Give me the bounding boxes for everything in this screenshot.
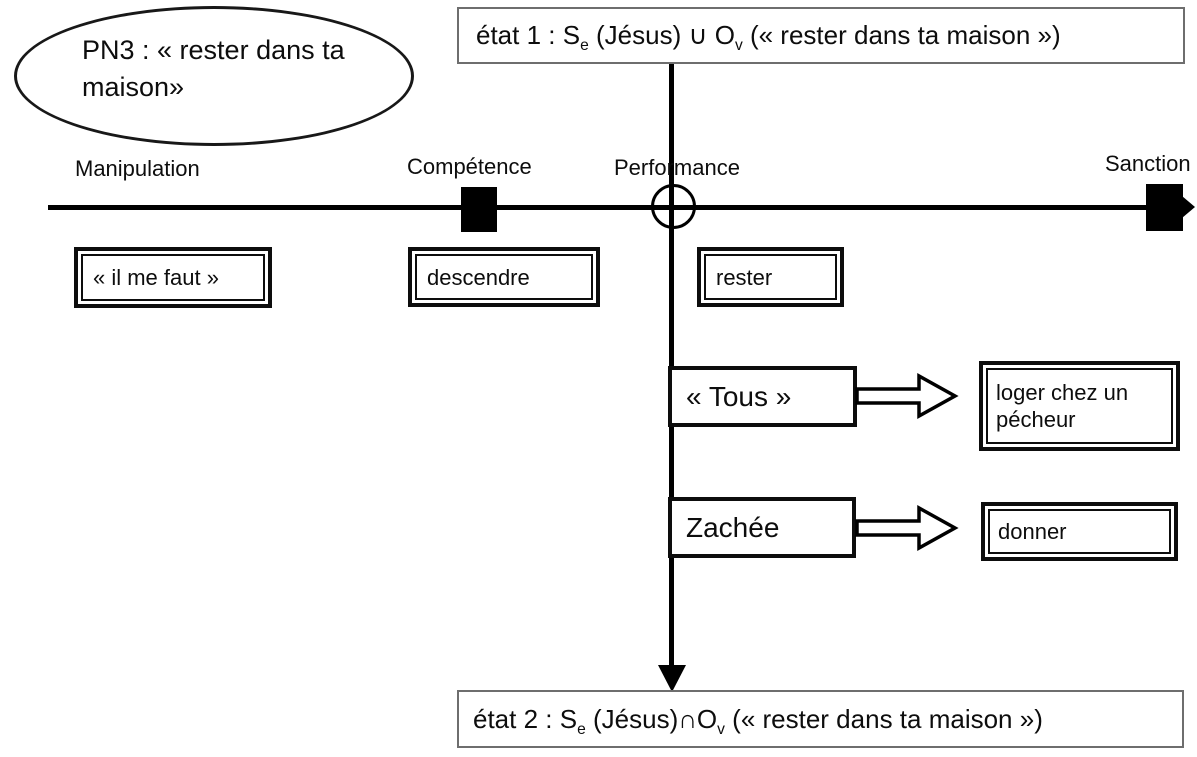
narrative-axis-line: [48, 205, 1191, 210]
etat2-subscript-e: e: [577, 720, 586, 738]
actor-box-zachee-label: Zachée: [686, 511, 780, 543]
result-box-donner-label: donner: [988, 509, 1171, 554]
sanction-marker-square: [1146, 184, 1183, 231]
performance-vertical-line: [669, 64, 674, 666]
axis-label-manipulation: Manipulation: [75, 156, 200, 181]
axis-end-arrow-tip-icon: [1182, 196, 1195, 218]
etat2-box: état 2 : Se (Jésus)∩Ov (« rester dans ta…: [457, 690, 1184, 748]
block-arrow-right-icon: [855, 373, 959, 419]
axis-label-sanction: Sanction: [1105, 151, 1191, 176]
phase-box-descendre-label: descendre: [415, 254, 593, 300]
result-box-loger-label: loger chez un pécheur: [986, 368, 1173, 444]
pn3-ellipse: [14, 6, 414, 146]
down-arrowhead-icon: [658, 665, 686, 692]
competence-marker-square: [461, 187, 497, 232]
phase-box-il-me-faut: « il me faut »: [74, 247, 272, 308]
block-arrow-right-icon: [855, 505, 959, 551]
axis-label-competence: Compétence: [407, 154, 532, 179]
result-box-donner: donner: [981, 502, 1178, 561]
etat1-subscript-v: v: [734, 37, 743, 55]
actor-box-tous-label: « Tous »: [686, 380, 792, 412]
performance-marker-circle: [651, 184, 696, 229]
etat1-subscript-e: e: [580, 37, 589, 55]
etat1-box: état 1 : Se (Jésus) ∪ Ov (« rester dans …: [457, 7, 1185, 64]
result-box-loger: loger chez un pécheur: [979, 361, 1180, 451]
actor-box-tous: « Tous »: [668, 366, 857, 427]
actor-box-zachee: Zachée: [668, 497, 856, 558]
etat2-text: état 2 : Se (Jésus)∩Ov (« rester dans ta…: [473, 703, 1043, 738]
axis-label-performance: Performance: [614, 155, 740, 180]
phase-box-rester: rester: [697, 247, 844, 307]
phase-box-descendre: descendre: [408, 247, 600, 307]
etat2-subscript-v: v: [717, 720, 725, 738]
etat1-text: état 1 : Se (Jésus) ∪ Ov (« rester dans …: [476, 20, 1061, 55]
phase-box-il-me-faut-label: « il me faut »: [81, 254, 265, 301]
pn3-ellipse-label: PN3 : « rester dans ta maison»: [82, 35, 345, 102]
phase-box-rester-label: rester: [704, 254, 837, 300]
